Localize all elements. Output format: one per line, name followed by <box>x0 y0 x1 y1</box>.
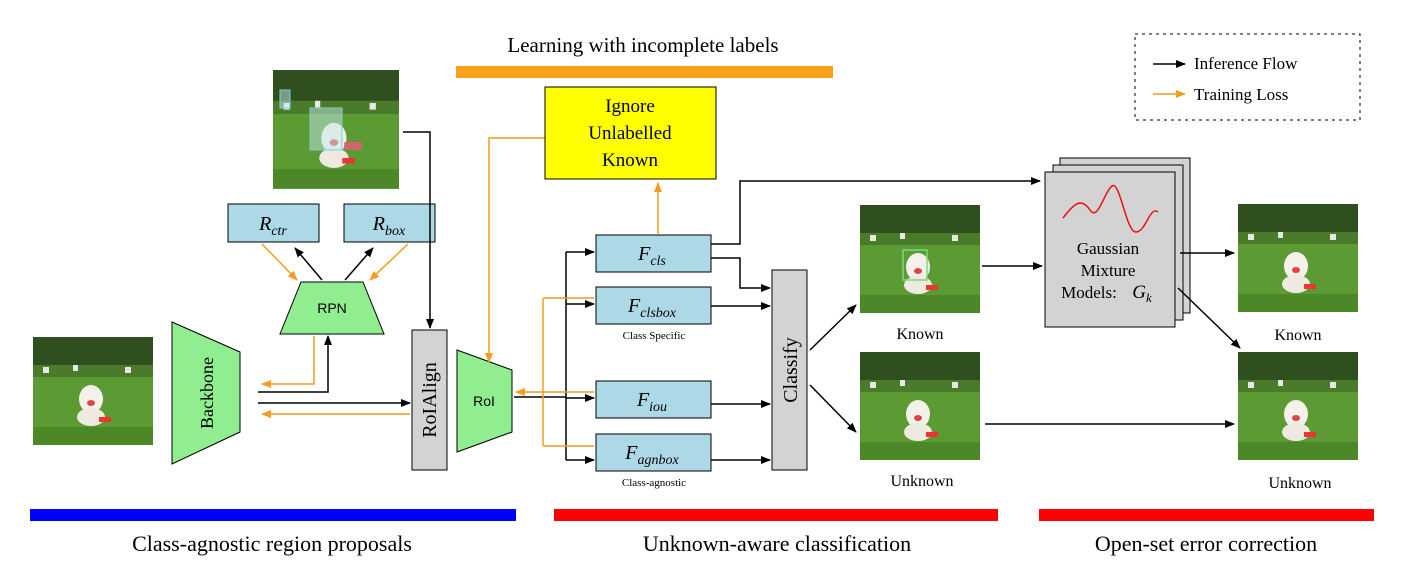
gmm-to-unknown-arrow <box>1177 287 1241 349</box>
gmm-gk-label: Gk <box>1132 282 1152 305</box>
gt-box-frisbee <box>344 142 362 150</box>
rpn-to-rbox-arrow <box>344 247 374 281</box>
gmm-curve-icon <box>1062 185 1159 233</box>
rpn-loss-to-backbone-arrow <box>261 336 315 388</box>
known-mid-image <box>860 205 980 313</box>
classify-label: Classify <box>780 337 802 403</box>
f-clsbox-label: Fclsbox <box>627 295 677 321</box>
correction-section-bar <box>1039 509 1374 521</box>
classification-section-bar <box>554 509 998 521</box>
class-agnostic-caption: Class-agnostic <box>622 477 686 489</box>
rpn-label: RPN <box>317 300 347 316</box>
classify-to-unknown-arrow <box>809 384 857 433</box>
f-cls-box <box>595 234 712 273</box>
input-image <box>33 337 153 445</box>
gt-boxes-image <box>273 70 399 189</box>
proposals-section-bar <box>30 509 516 521</box>
classify-block <box>771 269 808 471</box>
gt-box-dog <box>309 107 343 151</box>
ignore-line-2: Unlabelled <box>588 123 672 144</box>
gmm-stack: Gaussian Mixture Models: Gk <box>1044 157 1191 328</box>
backbone-block <box>171 321 241 465</box>
f-agnbox-label: Fagnbox <box>624 442 679 468</box>
unknown-right-image <box>1238 352 1358 460</box>
class-specific-caption: Class Specific <box>623 330 686 342</box>
ignore-line-3: Known <box>602 150 658 171</box>
ignore-line-1: Ignore <box>605 96 655 117</box>
f-cls-label: Fcls <box>637 243 666 269</box>
rpn-to-rctr-arrow <box>294 247 323 281</box>
classification-section-label: Unknown-aware classification <box>643 531 911 556</box>
ignore-to-roi-arrow <box>485 137 545 363</box>
known-right-image <box>1238 204 1358 312</box>
legend-training-label: Training Loss <box>1194 85 1288 104</box>
known-mid-caption: Known <box>896 326 943 343</box>
roi-to-heads-arrows <box>514 248 595 464</box>
backbone-to-rpn-arrow <box>258 335 332 393</box>
r-ctr-label: Rctr <box>258 213 287 239</box>
legend: Inference Flow Training Loss <box>1134 33 1361 121</box>
f-iou-box <box>595 380 712 419</box>
f-agnbox-box <box>595 433 712 472</box>
unknown-mid-caption: Unknown <box>890 473 953 490</box>
heads-loss-to-roi-arrows <box>515 297 594 447</box>
gmm-line-3: Models: <box>1061 283 1117 302</box>
known-right-caption: Known <box>1274 327 1321 344</box>
unknown-mid-image <box>860 352 980 460</box>
f-clsbox-box <box>595 286 712 325</box>
title-underline-bar <box>456 66 833 78</box>
rctr-loss-arrow <box>261 243 298 281</box>
legend-inference-label: Inference Flow <box>1194 54 1298 73</box>
fcls-to-classify-arrow <box>711 257 771 292</box>
legend-frame <box>1134 33 1361 121</box>
roi-block <box>456 349 513 453</box>
roialign-label: RoIAlign <box>419 362 441 438</box>
r-box-label: Rbox <box>372 213 406 239</box>
gmm-line-2: Mixture <box>1081 261 1136 280</box>
image-to-roialign-arrow <box>403 131 434 329</box>
ignore-unlabelled-known-box <box>544 86 717 180</box>
roialign-block <box>411 329 448 471</box>
rbox-loss-arrow <box>369 243 409 281</box>
diagram-title: Learning with incomplete labels <box>507 33 778 57</box>
fcls-to-gmm-arrow <box>711 177 1041 245</box>
gmm-block <box>1044 171 1176 328</box>
unknown-right-caption: Unknown <box>1268 475 1331 492</box>
correction-section-label: Open-set error correction <box>1095 531 1317 556</box>
backbone-label: Backbone <box>197 357 217 429</box>
r-ctr-box <box>227 203 320 243</box>
proposals-section-label: Class-agnostic region proposals <box>132 531 412 556</box>
r-box-box <box>343 203 436 243</box>
gmm-line-1: Gaussian <box>1077 239 1140 258</box>
rpn-block <box>279 281 385 335</box>
roi-label: RoI <box>473 393 495 409</box>
gt-box-small <box>279 89 291 109</box>
f-iou-label: Fiou <box>636 389 667 415</box>
classify-to-known-arrow <box>809 304 857 351</box>
